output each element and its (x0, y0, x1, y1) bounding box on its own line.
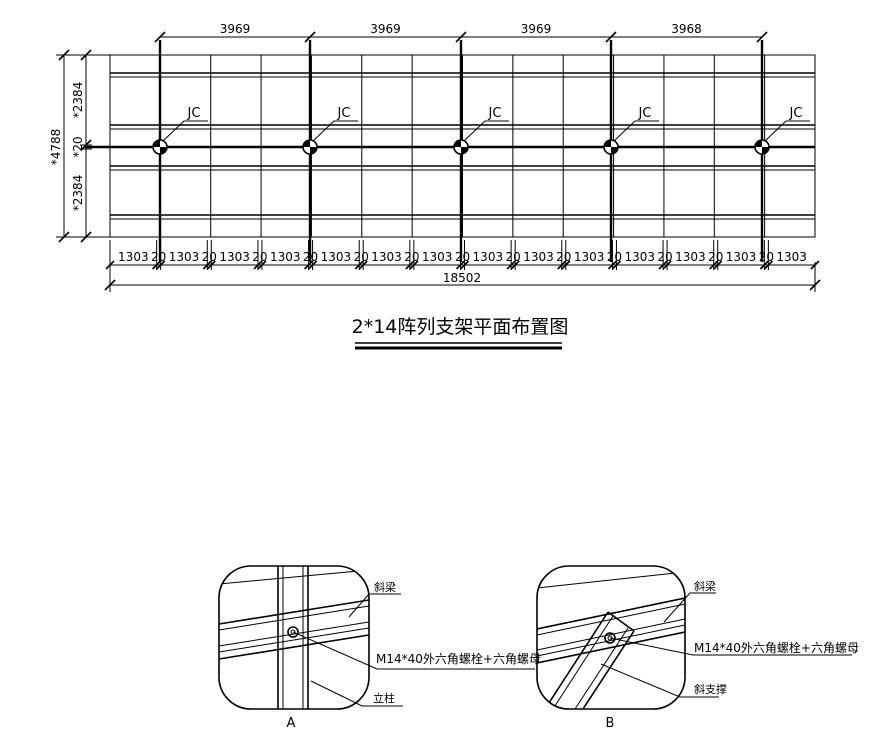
pier-fill (310, 147, 317, 154)
total-width-dim: *4788 (49, 129, 63, 166)
gap-dim-value: 20 (759, 250, 774, 264)
dim-tick (304, 31, 316, 43)
module-dim-value: 1303 (118, 250, 149, 264)
plan-title: 2*14阵列支架平面布置图 (352, 316, 569, 338)
detail-b-frame (536, 565, 686, 710)
dim-tick (154, 31, 166, 43)
module-dim-value: 1303 (321, 250, 352, 264)
dim-tick (756, 31, 768, 43)
detail-b-bolt-label: M14*40外六角螺栓+六角螺母 (694, 640, 859, 655)
top-dim-value: 3969 (521, 22, 552, 36)
detail-b-label: B (606, 716, 615, 731)
top-dim-value: 3968 (671, 22, 702, 36)
middle-gap-dim: *20 (71, 136, 85, 157)
upper-width-dim: *2384 (71, 82, 85, 119)
pier-fill (611, 147, 618, 154)
plan-view: JC JC JC JC JC 3969 3969 3969 3968 *4788 *2384 … (49, 22, 821, 350)
bolt-icon (604, 632, 616, 644)
pier-leader (764, 120, 810, 142)
top-dim-value: 3969 (370, 22, 401, 36)
gap-dim-value: 20 (404, 250, 419, 264)
pier-leader (312, 120, 358, 142)
module-dim-value: 1303 (726, 250, 757, 264)
detail-b-member-label: 斜支撑 (694, 682, 727, 696)
gap-dim-value: 20 (151, 250, 166, 264)
gap-dim-value: 20 (252, 250, 267, 264)
module-dim-value: 1303 (523, 250, 554, 264)
dim-tick (605, 31, 617, 43)
module-dim-value: 1303 (574, 250, 605, 264)
detail-a: 斜梁 M14*40外六角螺栓+六角螺母 立柱 A (218, 565, 541, 731)
pier-label: JC (187, 106, 201, 121)
module-dim-value: 1303 (473, 250, 504, 264)
pier-fill (461, 147, 468, 154)
module-dim-value: 1303 (422, 250, 453, 264)
pier-leader (162, 120, 208, 142)
gap-dim-value: 20 (455, 250, 470, 264)
detail-b: 斜梁 M14*40外六角螺栓+六角螺母 斜支撑 B (536, 565, 859, 731)
detail-b-beam-label: 斜梁 (694, 579, 716, 593)
pier-label: JC (488, 106, 502, 121)
top-dimension-chain: 3969 3969 3969 3968 (154, 22, 768, 43)
detail-a-frame (218, 565, 370, 710)
pier-label: JC (638, 106, 652, 121)
left-dimension-chain: *4788 *2384 *20 *2384 (49, 49, 110, 243)
pier-label: JC (337, 106, 351, 121)
bolt-icon (287, 626, 299, 638)
pier-fill (160, 147, 167, 154)
gap-dim-value: 20 (303, 250, 318, 264)
pier-fill (762, 147, 769, 154)
gap-dim-value: 20 (202, 250, 217, 264)
top-dim-value: 3969 (220, 22, 251, 36)
detail-a-label: A (287, 716, 296, 731)
detail-a-bolt-label: M14*40外六角螺栓+六角螺母 (376, 651, 541, 666)
gap-dim-value: 20 (708, 250, 723, 264)
pier-leader (463, 120, 509, 142)
module-dim-value: 1303 (219, 250, 250, 264)
pier-fill (454, 140, 461, 147)
gap-dim-value: 20 (354, 250, 369, 264)
pier-fill (755, 140, 762, 147)
pier-label: JC (789, 106, 803, 121)
gap-dim-value: 20 (506, 250, 521, 264)
module-dim-value: 1303 (270, 250, 301, 264)
main-beams: JC JC JC JC JC (152, 40, 810, 262)
dim-tick (455, 31, 467, 43)
module-dim-value: 1303 (624, 250, 655, 264)
pier-leader (613, 120, 659, 142)
pier-fill (604, 140, 611, 147)
detail-a-beam-label: 斜梁 (374, 580, 396, 594)
gap-dim-value: 20 (657, 250, 672, 264)
module-dim-value: 1303 (371, 250, 402, 264)
gap-dim-value: 20 (556, 250, 571, 264)
total-length-dim: 18502 (443, 271, 481, 285)
detail-a-member-label: 立柱 (373, 691, 395, 705)
gap-dim-value: 20 (607, 250, 622, 264)
lower-width-dim: *2384 (71, 175, 85, 212)
module-dim-value: 1303 (776, 250, 807, 264)
module-dim-value: 1303 (675, 250, 706, 264)
pier-fill (303, 140, 310, 147)
module-dim-value: 1303 (169, 250, 200, 264)
pier-fill (153, 140, 160, 147)
